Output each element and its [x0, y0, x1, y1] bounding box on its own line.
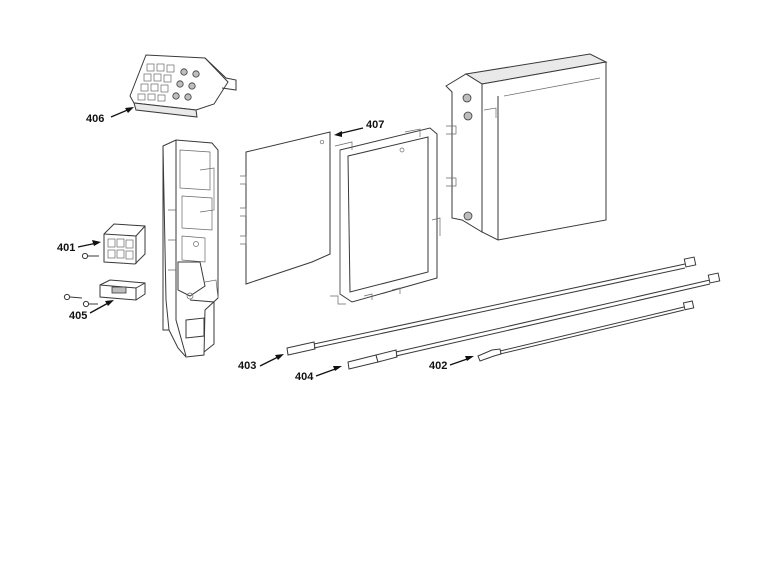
part-402-cable [477, 300, 695, 362]
drive-housing [445, 53, 608, 241]
part-403-cable [286, 256, 697, 356]
part-404-cable [347, 272, 721, 370]
callout-401: 401 [57, 242, 76, 254]
callout-402: 402 [429, 360, 448, 372]
callout-404: 404 [295, 371, 314, 383]
metal-cage-frame [330, 127, 441, 305]
callout-405: 405 [69, 310, 88, 322]
part-407-insulating-plate [240, 131, 331, 285]
callout-406: 406 [86, 113, 105, 125]
callout-407: 407 [366, 119, 385, 131]
part-401-terminal-connector [81, 223, 146, 265]
callout-403: 403 [238, 360, 257, 372]
mounting-frame [162, 139, 219, 358]
part-406-terminal-block [129, 54, 237, 118]
part-405-bracket [63, 279, 146, 308]
